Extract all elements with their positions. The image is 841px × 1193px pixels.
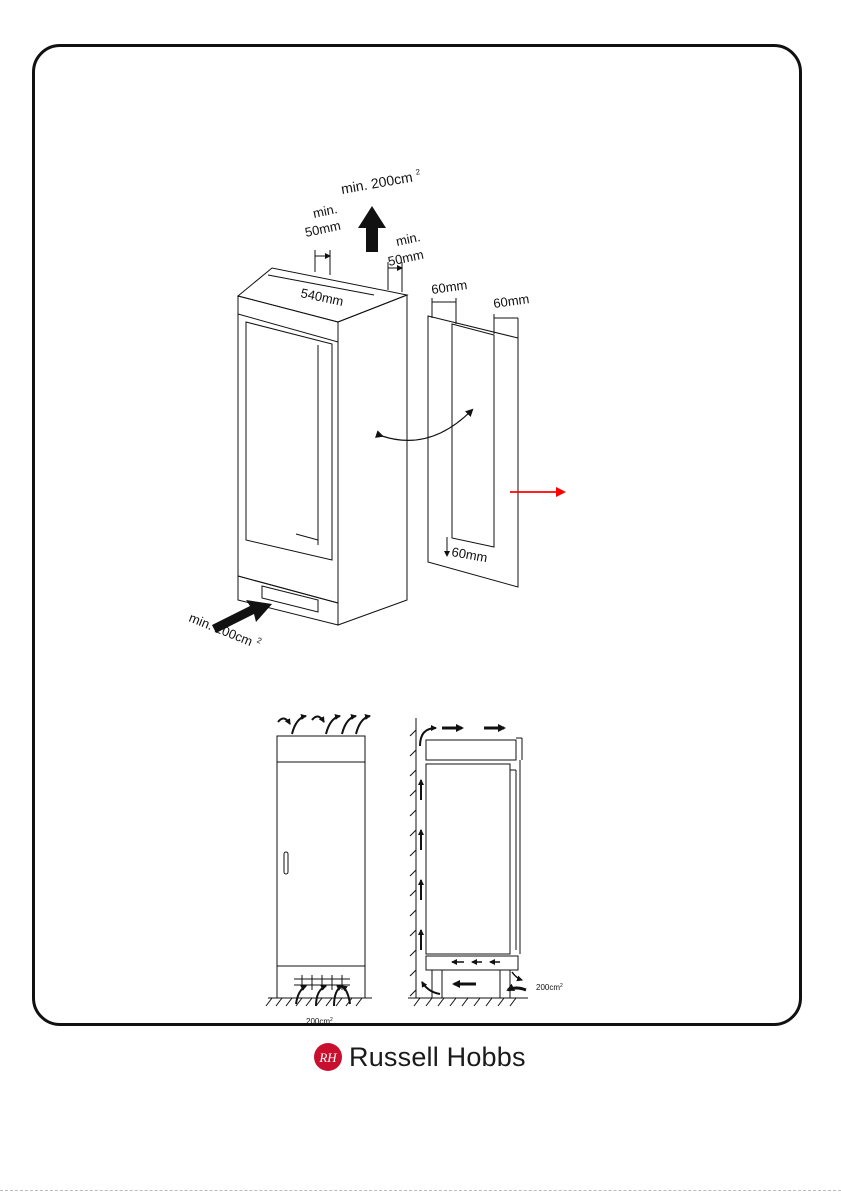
side-vent-label: 200cm2 (536, 983, 563, 992)
svg-text:RH: RH (318, 1050, 337, 1065)
door-top-left-label: 60mm (430, 277, 468, 297)
gap-right-label: min. (395, 229, 422, 249)
width-label: 540mm (299, 285, 345, 309)
russell-hobbs-monogram-icon: RH (313, 1042, 343, 1072)
gap-left-value: 50mm (304, 218, 342, 240)
brand-logo: RH Russell Hobbs (313, 1040, 526, 1074)
gap-right-value: 50mm (387, 247, 425, 269)
door-bottom-label: 60mm (450, 544, 488, 565)
cabinet-drawing (238, 250, 407, 625)
top-airflow-arrow (358, 206, 386, 252)
front-vent-label: 200cm2 (306, 1017, 333, 1026)
bottom-vent-label: min. 200cm2 (187, 609, 264, 652)
brand-name: Russell Hobbs (349, 1042, 526, 1073)
top-vent-label: min. 200cm2 (340, 167, 423, 197)
page-bottom-edge (0, 1190, 841, 1191)
door-top-right-label: 60mm (492, 291, 530, 311)
door-panel-drawing (428, 298, 518, 587)
front-view-drawing (266, 716, 372, 1006)
swing-arrow (382, 410, 472, 440)
side-view-drawing (408, 718, 528, 1006)
